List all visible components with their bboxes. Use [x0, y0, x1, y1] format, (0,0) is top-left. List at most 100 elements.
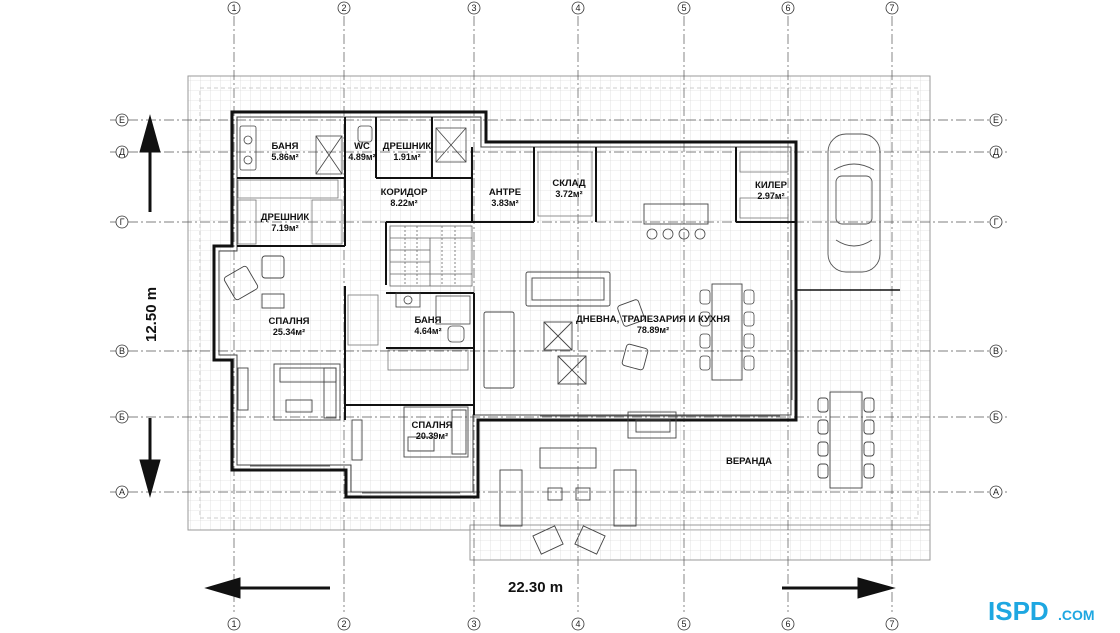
axis-label-col: 4 — [575, 619, 580, 629]
living-furniture — [483, 203, 743, 439]
axis-label-row: Г — [120, 217, 125, 227]
axis-label-row: Е — [119, 115, 125, 125]
outer-walls — [212, 110, 798, 499]
room-label: ВЕРАНДА — [726, 456, 772, 467]
room-area: 3.72м² — [555, 189, 582, 199]
axis-bubble-row: Е — [115, 113, 129, 127]
axis-bubble-row: Б — [989, 410, 1003, 424]
room-name: ДРЕШНИК — [261, 212, 310, 223]
axis-label-row: Б — [119, 412, 125, 422]
depth-dimension: 12.50 m — [143, 287, 160, 342]
bedroom-furniture — [223, 255, 469, 461]
room-name: ДНЕВНА, ТРАПЕЗАРИЯ И КУХНЯ — [576, 314, 730, 325]
axis-grid-lines — [110, 16, 1010, 612]
room-area: 2.97м² — [757, 191, 784, 201]
axis-label-row: В — [993, 346, 999, 356]
room-area: 3.83м² — [491, 198, 518, 208]
inner-wall-lines — [218, 116, 792, 493]
room-area: 20.39м² — [416, 431, 448, 441]
room-name: WC — [354, 141, 370, 152]
axis-bubble-col-5: 5 — [677, 617, 691, 631]
axis-label-col: 3 — [471, 619, 476, 629]
axis-bubble-col-7: 7 — [885, 617, 899, 631]
axis-bubble-row: Б — [115, 410, 129, 424]
room-labels: БАНЯ5.86м²WC4.89м²ДРЕШНИК1.91м²КОРИДОР8.… — [261, 141, 788, 467]
arrow-right-icon — [857, 577, 896, 599]
stairs — [389, 225, 473, 287]
room-name: БАНЯ — [271, 141, 298, 152]
axis-bubble-col-1: 1 — [227, 1, 241, 15]
room-label: WC4.89м² — [348, 141, 375, 162]
axis-bubble-col-3: 3 — [467, 617, 481, 631]
windows — [250, 300, 796, 497]
axis-label-row: Д — [119, 147, 125, 157]
room-name: КОРИДОР — [381, 187, 429, 198]
axis-label-col: 1 — [231, 619, 236, 629]
room-area: 4.64м² — [414, 326, 441, 336]
axis-bubble-row: Д — [115, 145, 129, 159]
axis-bubble-col-5: 5 — [677, 1, 691, 15]
arrow-up-icon — [139, 114, 161, 153]
axis-label-row: Б — [993, 412, 999, 422]
axis-bubble-col-2: 2 — [337, 1, 351, 15]
axis-label-row: А — [993, 487, 999, 497]
room-name: ВЕРАНДА — [726, 456, 772, 467]
axis-label-col: 2 — [341, 3, 346, 13]
arrow-left-icon — [204, 577, 241, 599]
wardrobes — [237, 151, 789, 371]
room-area: 1.91м² — [393, 152, 420, 162]
axis-label-row: А — [119, 487, 125, 497]
veranda-lower-grid — [469, 524, 931, 561]
axis-bubble-col-6: 6 — [781, 617, 795, 631]
axis-label-col: 6 — [785, 619, 790, 629]
axis-label-col: 3 — [471, 3, 476, 13]
axis-label-row: Г — [994, 217, 999, 227]
bathroom-fixtures — [239, 125, 471, 343]
veranda-furniture — [499, 391, 875, 555]
room-name: АНТРЕ — [489, 187, 521, 198]
axis-label-col: 6 — [785, 3, 790, 13]
axis-bubble-row: В — [989, 344, 1003, 358]
room-area: 4.89м² — [348, 152, 375, 162]
axis-bubble-row: А — [115, 485, 129, 499]
axis-bubble-row: В — [115, 344, 129, 358]
width-dimension: 22.30 m — [508, 579, 563, 596]
ispd-logo: ISPD .COM — [984, 594, 1112, 628]
axis-label-col: 2 — [341, 619, 346, 629]
axis-label-col: 1 — [231, 3, 236, 13]
room-area: 5.86м² — [271, 152, 298, 162]
room-name: КИЛЕР — [755, 180, 788, 191]
terrace-grid — [187, 75, 931, 531]
axis-bubble-col-4: 4 — [571, 1, 585, 15]
dining-chairs — [646, 228, 755, 371]
car-icon — [827, 133, 881, 273]
axis-label-col: 4 — [575, 3, 580, 13]
axis-label-col: 5 — [681, 619, 686, 629]
logo-text: ISPD — [988, 596, 1049, 626]
axis-label-col: 5 — [681, 3, 686, 13]
axis-bubble-row: Г — [115, 215, 129, 229]
axis-label-col: 7 — [889, 3, 894, 13]
axis-label-row: Е — [993, 115, 999, 125]
axis-bubble-col-2: 2 — [337, 617, 351, 631]
axis-bubble-row: Е — [989, 113, 1003, 127]
room-area: 25.34м² — [273, 327, 305, 337]
axis-label-row: Д — [993, 147, 999, 157]
room-area: 78.89м² — [637, 325, 669, 335]
axis-bubble-col-3: 3 — [467, 1, 481, 15]
room-name: БАНЯ — [414, 315, 441, 326]
logo-suffix: .COM — [1058, 607, 1095, 623]
room-name: СКЛАД — [552, 178, 586, 189]
room-name: СПАЛНЯ — [268, 316, 309, 327]
